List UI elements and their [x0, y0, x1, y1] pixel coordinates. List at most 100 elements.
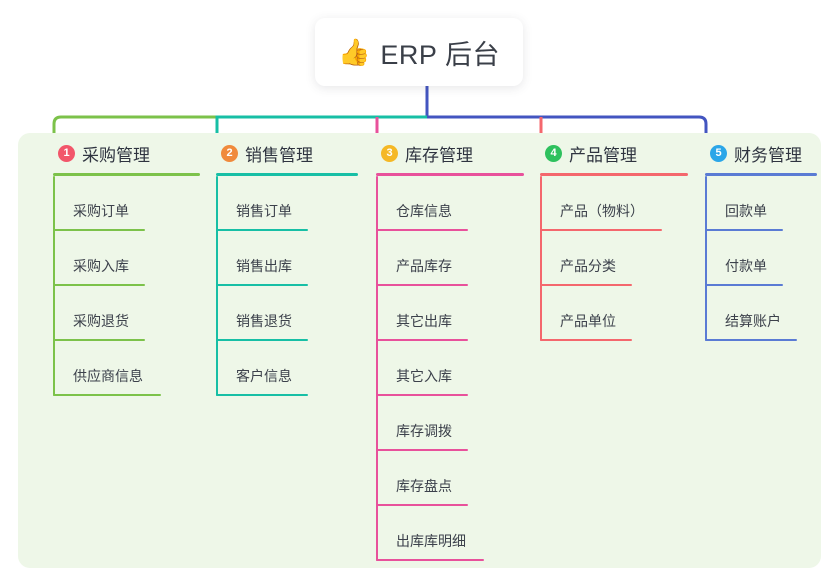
list-item-label: 采购退货: [73, 313, 129, 329]
column-underline: [540, 173, 688, 176]
badge-number-icon: 1: [58, 144, 75, 162]
list-item-underline: [216, 229, 308, 231]
list-item-label: 产品分类: [560, 258, 616, 274]
column-spine: [216, 176, 218, 396]
list-item[interactable]: 产品单位: [540, 286, 693, 341]
column-items: 仓库信息产品库存其它出库其它入库库存调拨库存盘点出库库明细: [376, 176, 529, 561]
list-item-label: 出库库明细: [396, 533, 466, 549]
list-item-label: 产品（物料）: [560, 203, 644, 219]
root-title: ERP 后台: [380, 39, 500, 70]
list-item-underline: [376, 229, 468, 231]
list-item-label: 其它出库: [396, 313, 452, 329]
list-item-label: 库存盘点: [396, 478, 452, 494]
column-underline: [216, 173, 358, 176]
column-container: 1 采购管理采购订单采购入库采购退货供应商信息 2 销售管理销售订单销售出库销售退货客…: [18, 133, 821, 568]
list-item-underline: [376, 449, 468, 451]
list-item[interactable]: 采购入库: [53, 231, 205, 286]
list-item[interactable]: 其它出库: [376, 286, 529, 341]
column-underline: [705, 173, 817, 176]
root-node[interactable]: 👍 ERP 后台: [315, 18, 523, 86]
list-item-underline: [53, 284, 145, 286]
column-header-3[interactable]: 3 库存管理: [363, 133, 529, 173]
list-item-underline: [376, 284, 468, 286]
list-item-label: 采购订单: [73, 203, 129, 219]
column-title: 销售管理: [245, 145, 313, 165]
list-item-underline: [53, 229, 145, 231]
list-item-label: 产品库存: [396, 258, 452, 274]
list-item-underline: [216, 284, 308, 286]
list-item[interactable]: 产品库存: [376, 231, 529, 286]
column-title: 库存管理: [405, 145, 473, 165]
list-item-label: 付款单: [725, 258, 767, 274]
list-item-label: 采购入库: [73, 258, 129, 274]
badge-number-icon: 2: [221, 144, 238, 162]
list-item[interactable]: 其它入库: [376, 341, 529, 396]
list-item-underline: [705, 339, 797, 341]
list-item[interactable]: 库存调拨: [376, 396, 529, 451]
column-title: 采购管理: [82, 145, 150, 165]
column-header-4[interactable]: 4 产品管理: [527, 133, 693, 173]
list-item[interactable]: 出库库明细: [376, 506, 529, 561]
column-5: 5 财务管理回款单付款单结算账户: [692, 133, 822, 341]
list-item[interactable]: 付款单: [705, 231, 822, 286]
column-header-5[interactable]: 5 财务管理: [692, 133, 822, 173]
list-item[interactable]: 产品（物料）: [540, 176, 693, 231]
list-item[interactable]: 供应商信息: [53, 341, 205, 396]
list-item-label: 销售订单: [236, 203, 292, 219]
column-spine: [705, 176, 707, 341]
list-item-label: 客户信息: [236, 368, 292, 384]
column-underline: [376, 173, 524, 176]
list-item[interactable]: 客户信息: [216, 341, 363, 396]
column-items: 采购订单采购入库采购退货供应商信息: [53, 176, 205, 396]
column-spine: [376, 176, 378, 561]
list-item-underline: [376, 339, 468, 341]
column-1: 1 采购管理采购订单采购入库采购退货供应商信息: [40, 133, 205, 396]
list-item-underline: [376, 394, 468, 396]
column-4: 4 产品管理产品（物料） 产品分类产品单位: [527, 133, 693, 341]
content-panel: [18, 133, 821, 568]
list-item-underline: [53, 394, 161, 396]
list-item-underline: [53, 339, 145, 341]
column-underline: [53, 173, 200, 176]
column-3: 3 库存管理仓库信息产品库存其它出库其它入库库存调拨库存盘点出库库明细: [363, 133, 529, 561]
column-items: 回款单付款单结算账户: [705, 176, 822, 341]
list-item-underline: [216, 394, 308, 396]
list-item-underline: [376, 504, 468, 506]
list-item-underline: [376, 559, 484, 561]
column-title: 产品管理: [569, 145, 637, 165]
list-item-underline: [540, 284, 632, 286]
list-item[interactable]: 回款单: [705, 176, 822, 231]
list-item-underline: [540, 229, 662, 231]
badge-number-icon: 5: [710, 144, 727, 162]
column-title: 财务管理: [734, 145, 802, 165]
list-item-label: 回款单: [725, 203, 767, 219]
list-item[interactable]: 结算账户: [705, 286, 822, 341]
list-item-underline: [705, 229, 783, 231]
list-item[interactable]: 库存盘点: [376, 451, 529, 506]
list-item[interactable]: 销售出库: [216, 231, 363, 286]
list-item-underline: [540, 339, 632, 341]
list-item-underline: [705, 284, 783, 286]
list-item-label: 库存调拨: [396, 423, 452, 439]
column-header-2[interactable]: 2 销售管理: [203, 133, 363, 173]
list-item[interactable]: 销售订单: [216, 176, 363, 231]
thumbs-up-icon: 👍: [338, 37, 371, 67]
column-spine: [540, 176, 542, 341]
list-item-underline: [216, 339, 308, 341]
list-item[interactable]: 仓库信息: [376, 176, 529, 231]
list-item[interactable]: 采购订单: [53, 176, 205, 231]
list-item-label: 供应商信息: [73, 368, 143, 384]
list-item-label: 销售退货: [236, 313, 292, 329]
list-item[interactable]: 销售退货: [216, 286, 363, 341]
badge-number-icon: 3: [381, 144, 398, 162]
column-header-1[interactable]: 1 采购管理: [40, 133, 205, 173]
column-spine: [53, 176, 55, 396]
list-item-label: 销售出库: [236, 258, 292, 274]
column-items: 销售订单销售出库销售退货客户信息: [216, 176, 363, 396]
list-item[interactable]: 产品分类: [540, 231, 693, 286]
column-items: 产品（物料） 产品分类产品单位: [540, 176, 693, 341]
list-item-label: 产品单位: [560, 313, 616, 329]
list-item[interactable]: 采购退货: [53, 286, 205, 341]
badge-number-icon: 4: [545, 144, 562, 162]
